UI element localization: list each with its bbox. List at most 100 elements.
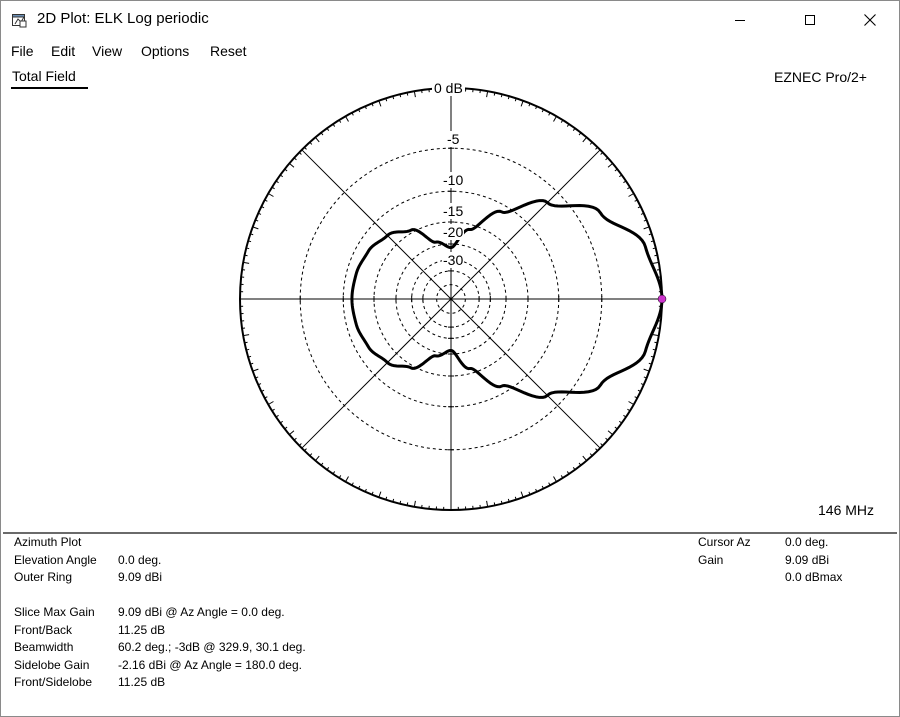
tick-226 [304,448,307,452]
program-label: EZNEC Pro/2+ [774,69,867,85]
tick-40 [607,162,613,168]
tick-104 [399,94,402,98]
menu-file[interactable]: File [11,43,34,59]
stat-label: Outer Ring [14,570,73,584]
ring-label-5: -5 [446,131,461,147]
tick-132 [309,141,313,145]
tick-28 [634,199,638,202]
radiation-pattern-curve [350,199,664,399]
polar-plot-area[interactable]: Total Field EZNEC Pro/2+ 146 MHz 0 dB -5… [3,65,897,534]
close-icon [864,14,876,26]
tick-318 [605,437,609,441]
tick-20 [643,226,650,230]
tick-160 [252,226,259,230]
tick-26 [637,206,641,209]
tick-236 [332,471,336,475]
ring-label-15: -15 [442,203,465,219]
tick-124 [332,123,336,127]
tick-198 [250,362,254,365]
cursor-label: Cursor Az [698,535,751,549]
tick-16 [650,240,654,243]
tick-216 [280,420,284,424]
tick-256 [399,500,402,504]
pattern-layer [350,199,664,399]
tick-106 [392,96,395,100]
tick-206 [261,389,265,392]
close-button[interactable] [847,1,893,39]
tick-292 [528,491,531,495]
stat-label: Slice Max Gain [14,605,95,619]
tick-118 [351,112,354,116]
menu-options[interactable]: Options [141,43,190,59]
tick-322 [614,426,618,430]
tick-54 [572,128,576,132]
tick-290 [520,491,524,498]
tick-66 [535,106,538,110]
tick-34 [623,180,627,184]
tick-306 [572,466,576,470]
tick-122 [338,119,342,123]
polar-plot[interactable] [3,65,897,532]
tick-32 [627,186,631,190]
tick-22 [643,219,647,222]
tick-108 [385,98,388,102]
tick-48 [589,141,593,145]
tick-76 [500,94,503,98]
tick-142 [284,168,288,172]
tick-208 [264,396,268,399]
tick-222 [293,437,297,441]
tick-114 [364,106,367,110]
tick-194 [246,348,250,351]
tick-50 [582,137,588,143]
axis-lines [240,88,662,510]
cursor-layer [657,294,667,304]
stat-label: Azimuth Plot [14,535,82,549]
menu-edit[interactable]: Edit [51,43,76,59]
tick-112 [371,103,374,107]
tick-304 [566,471,570,475]
stat-label: Front/Back [14,622,73,637]
maximize-button[interactable] [787,1,833,39]
tick-254 [392,498,395,502]
tick-314 [595,448,598,452]
stat-value: 9.09 dBi @ Az Angle = 0.0 deg. [118,605,285,619]
tick-218 [284,426,288,430]
stat-label: Sidelobe Gain [14,657,90,672]
stat-label: Front/Sidelobe [14,675,93,689]
tick-294 [535,488,538,492]
stat-value: 11.25 dB [118,675,166,689]
tick-298 [548,482,551,486]
cursor-marker [657,294,667,304]
tick-260 [413,500,416,507]
cursor-value: 9.09 dBi [785,552,830,567]
tick-344 [650,355,654,358]
tick-44 [600,152,604,155]
plot-window-icon[interactable] [11,12,27,28]
tick-18 [648,233,652,236]
menu-reset[interactable]: Reset [210,43,247,59]
tick-328 [627,408,631,412]
tick-74 [507,96,510,100]
tick-140 [289,162,295,168]
tick-164 [248,240,252,243]
tick-170 [243,261,250,264]
menu-view[interactable]: View [92,43,123,59]
tick-30 [628,193,634,197]
tick-156 [258,212,262,215]
title-bar[interactable]: 2D Plot: ELK Log periodic [1,1,899,39]
cursor-value: 0.0 dBmax [785,570,843,584]
tick-62 [548,112,551,116]
tick-230 [314,455,320,461]
tick-286 [507,498,510,502]
tick-302 [560,475,564,479]
field-label[interactable]: Total Field [12,68,76,84]
tick-36 [618,174,622,178]
tick-308 [578,462,582,466]
ring-label-30: -30 [442,252,465,268]
window-title: 2D Plot: ELK Log periodic [37,10,209,27]
tick-190 [243,334,250,337]
minimize-button[interactable] [717,1,763,39]
tick-162 [250,233,254,236]
tick-244 [358,485,361,489]
tick-316 [600,443,604,446]
